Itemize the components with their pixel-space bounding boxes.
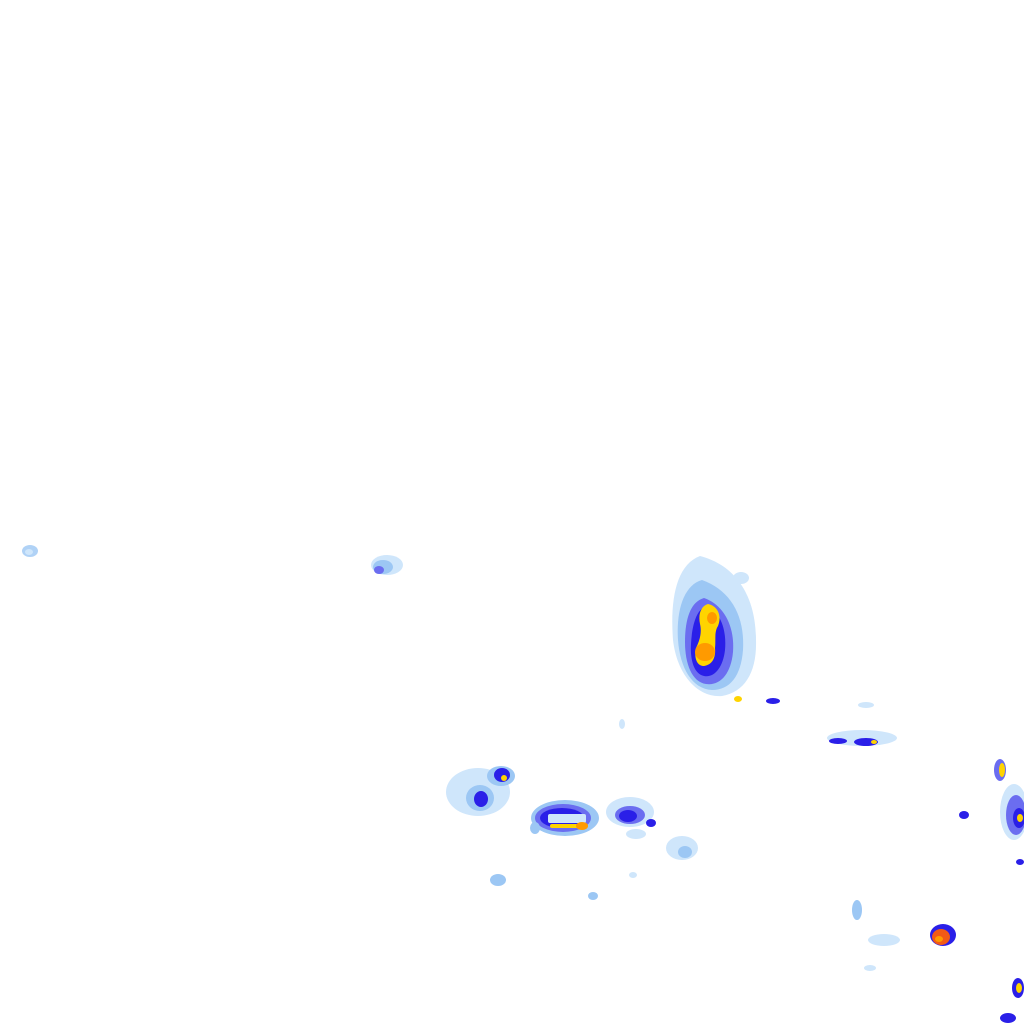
echo-lower-center xyxy=(530,797,698,860)
echo-far-left xyxy=(22,545,38,557)
echo-mid-right-streak xyxy=(827,702,897,746)
echo-small-speck xyxy=(619,719,625,729)
echo-right-edge xyxy=(959,759,1024,865)
echo-bottom-right xyxy=(852,900,1024,1023)
echo-left-center xyxy=(371,555,403,575)
echo-central-storm xyxy=(672,556,780,704)
echo-lower-left-cluster xyxy=(446,766,637,900)
